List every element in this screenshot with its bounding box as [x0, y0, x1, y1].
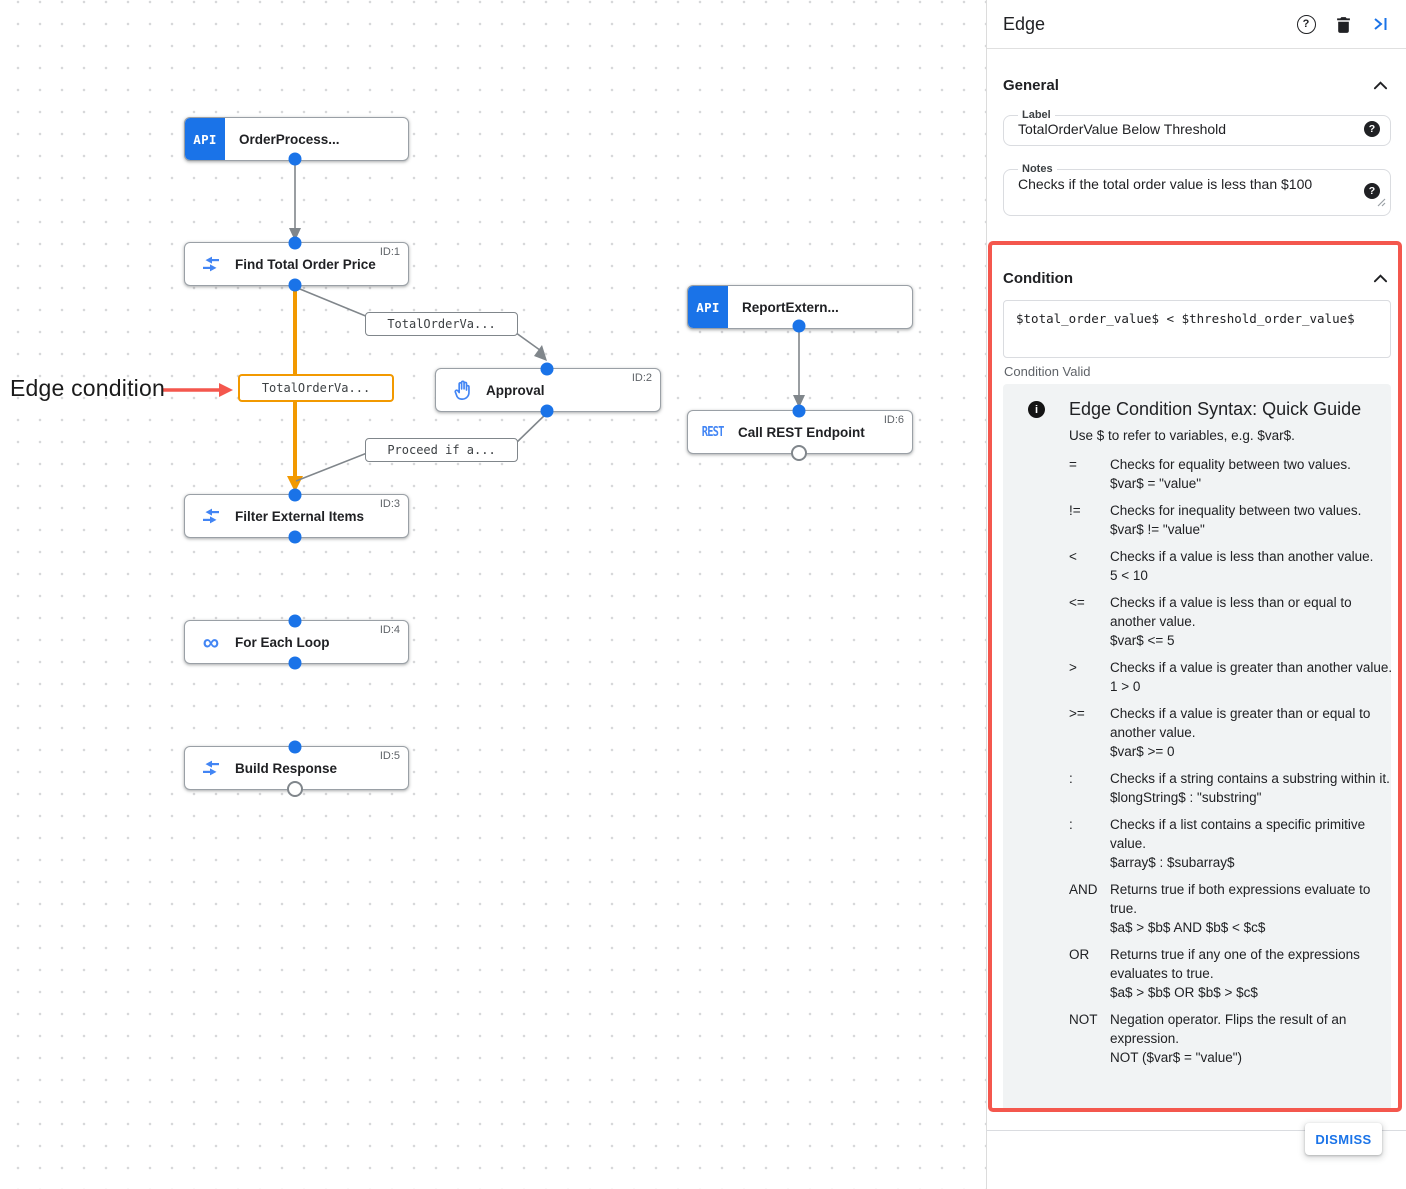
guide-row: : Checks if a list contains a specific p… — [1069, 817, 1366, 870]
help-icon[interactable]: ? — [1295, 13, 1317, 35]
edge-label-selected-condition[interactable]: TotalOrderVa... — [238, 374, 394, 402]
notes-field: Notes Checks if the total order value is… — [1003, 163, 1391, 216]
data-mapping-icon — [198, 760, 224, 776]
guide-row: NOT Negation operator. Flips the result … — [1069, 1012, 1347, 1065]
node-label: ReportExtern... — [742, 299, 839, 315]
resize-handle-icon[interactable] — [1377, 194, 1386, 212]
port-filter-in[interactable] — [288, 488, 302, 502]
port-foreach-in[interactable] — [288, 614, 302, 628]
node-id: ID:2 — [631, 372, 652, 384]
node-id: ID:3 — [379, 498, 400, 510]
chevron-up-icon[interactable] — [1369, 267, 1391, 289]
general-section: General Label ? Notes Checks if the tota… — [987, 49, 1406, 242]
delete-icon[interactable] — [1332, 13, 1354, 35]
guide-row: AND Returns true if both expressions eva… — [1069, 882, 1371, 935]
chevron-up-icon[interactable] — [1369, 74, 1391, 96]
node-id: ID:1 — [379, 246, 400, 258]
node-label: Find Total Order Price — [235, 256, 376, 272]
port-filter-out[interactable] — [288, 530, 302, 544]
notes-field-label: Notes — [1022, 163, 1053, 175]
rest-icon: REST — [702, 424, 725, 440]
condition-section: Condition $total_order_value$ < $thresho… — [987, 242, 1406, 1111]
guide-row: : Checks if a string contains a substrin… — [1069, 771, 1390, 805]
guide-row: < Checks if a value is less than another… — [1069, 549, 1374, 583]
panel-bottom-divider — [986, 1130, 1406, 1131]
notes-input[interactable]: Checks if the total order value is less … — [1018, 175, 1356, 207]
field-help-icon[interactable]: ? — [1364, 183, 1380, 199]
port-findtotal-in[interactable] — [288, 236, 302, 250]
info-icon: i — [1028, 401, 1045, 418]
api-trigger-badge: API — [185, 118, 225, 160]
node-label: Build Response — [235, 760, 338, 776]
label-field-label: Label — [1022, 109, 1051, 121]
port-buildresponse-out-empty[interactable] — [287, 781, 303, 797]
node-id: ID:6 — [883, 414, 904, 426]
edge-label-to-approval[interactable]: TotalOrderVa... — [365, 312, 518, 336]
loop-infinity-icon: ∞ — [202, 629, 220, 655]
workflow-canvas[interactable]: API OrderProcess... Find Total Order Pri… — [0, 0, 986, 1189]
port-buildresponse-in[interactable] — [288, 740, 302, 754]
label-field: Label ? — [1003, 109, 1391, 146]
condition-status: Condition Valid — [1004, 364, 1091, 379]
data-mapping-icon — [198, 508, 224, 524]
port-orderprocess-out[interactable] — [288, 152, 302, 166]
port-foreach-out[interactable] — [288, 656, 302, 670]
node-label: Approval — [486, 382, 545, 398]
condition-expression-input[interactable]: $total_order_value$ < $threshold_order_v… — [1003, 300, 1391, 358]
label-input[interactable] — [1018, 121, 1356, 137]
guide-title: Edge Condition Syntax: Quick Guide — [1069, 399, 1362, 419]
hand-approval-icon — [449, 380, 475, 400]
node-label: For Each Loop — [235, 634, 330, 650]
dismiss-button[interactable]: DISMISS — [1305, 1123, 1382, 1155]
port-reportextern-out[interactable] — [792, 319, 806, 333]
port-approval-in[interactable] — [540, 362, 554, 376]
node-id: ID:4 — [379, 624, 400, 636]
guide-row: = Checks for equality between two values… — [1069, 457, 1351, 491]
general-heading: General — [1003, 76, 1059, 94]
edge-lines — [163, 160, 805, 492]
guide-row: <= Checks if a value is less than or equ… — [1069, 595, 1352, 648]
data-mapping-icon — [198, 256, 224, 272]
node-trigger-orderprocess[interactable]: API OrderProcess... — [184, 117, 409, 161]
port-callrest-in[interactable] — [792, 404, 806, 418]
edge-condition-annotation: Edge condition — [10, 375, 165, 401]
guide-row: != Checks for inequality between two val… — [1069, 503, 1362, 537]
port-approval-out[interactable] — [540, 404, 554, 418]
edge-label-from-approval[interactable]: Proceed if a... — [365, 438, 518, 462]
port-findtotal-out[interactable] — [288, 278, 302, 292]
condition-heading: Condition — [1003, 269, 1073, 287]
edge-properties-panel: Edge ? General Label ? — [986, 0, 1406, 1189]
guide-row: OR Returns true if any one of the expres… — [1069, 947, 1360, 1000]
guide-intro: Use $ to refer to variables, e.g. $var$. — [1069, 428, 1295, 443]
panel-header: Edge ? — [987, 0, 1406, 49]
field-help-icon[interactable]: ? — [1364, 121, 1380, 137]
port-callrest-out-empty[interactable] — [791, 445, 807, 461]
guide-row: > Checks if a value is greater than anot… — [1069, 660, 1391, 694]
node-label: Filter External Items — [235, 508, 365, 524]
node-id: ID:5 — [379, 750, 400, 762]
condition-syntax-guide: i Edge Condition Syntax: Quick Guide Use… — [1003, 384, 1391, 1111]
node-label: Call REST Endpoint — [738, 424, 865, 440]
guide-row: >= Checks if a value is greater than or … — [1069, 706, 1371, 759]
node-task-build-response[interactable]: Build Response ID:5 — [184, 746, 409, 790]
node-label: OrderProcess... — [239, 131, 340, 147]
api-trigger-badge: API — [688, 286, 728, 328]
guide-rows: = Checks for equality between two values… — [1069, 455, 1391, 1067]
collapse-panel-icon[interactable] — [1369, 13, 1391, 35]
panel-title: Edge — [1003, 13, 1046, 34]
